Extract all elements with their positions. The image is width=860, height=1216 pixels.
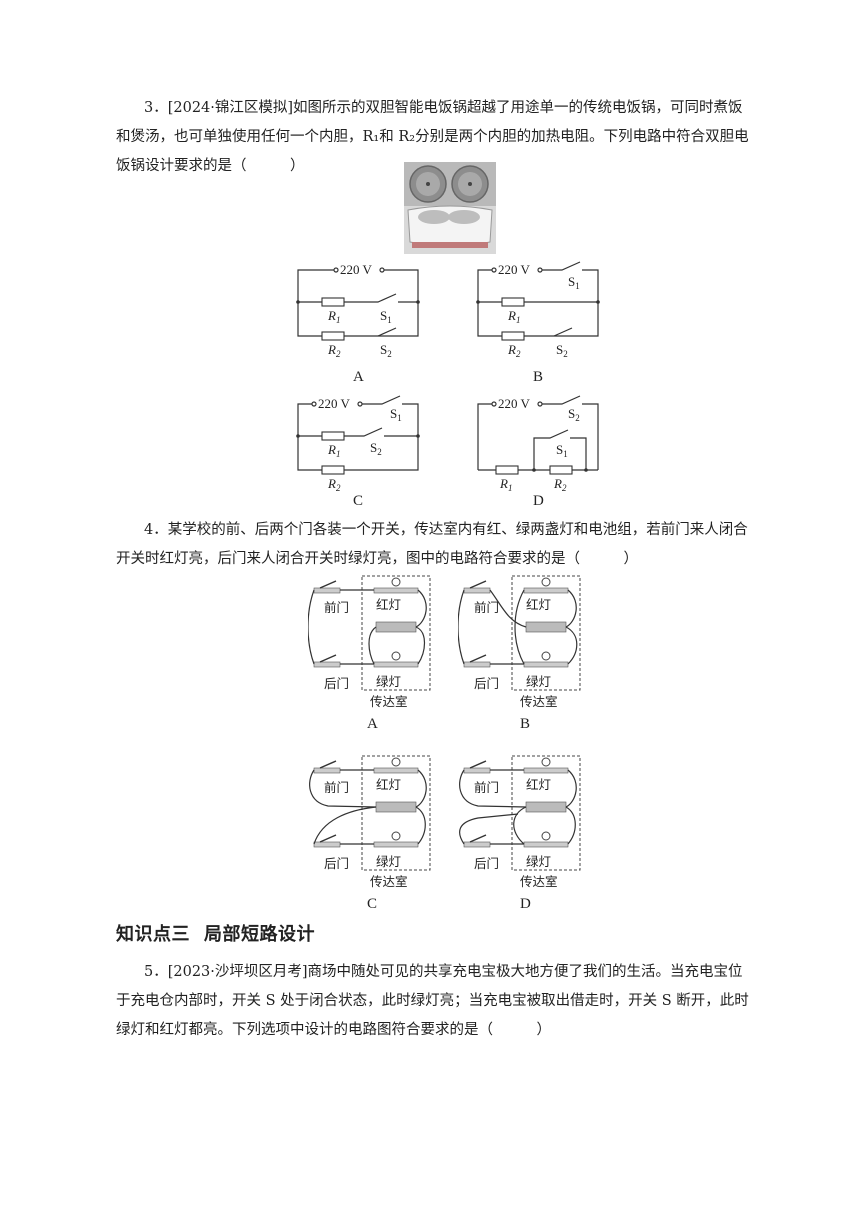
- svg-text:R1: R1: [327, 308, 340, 325]
- voltage-label: 220 V: [340, 262, 373, 277]
- svg-text:220 V: 220 V: [498, 396, 531, 411]
- door-circuit-d: 前门 红灯 后门 绿灯 传达室: [459, 755, 581, 888]
- svg-text:红灯: 红灯: [526, 777, 551, 792]
- svg-text:S2: S2: [568, 406, 580, 423]
- svg-text:传达室: 传达室: [370, 694, 408, 708]
- door-circuit-c: 前门 红灯 后门 绿灯 传达室: [309, 755, 431, 888]
- svg-text:后门: 后门: [474, 676, 499, 691]
- svg-text:绿灯: 绿灯: [376, 674, 401, 689]
- svg-text:前门: 前门: [474, 780, 499, 795]
- question-3-text: 3．[2024·锦江区模拟]如图所示的双胆智能电饭锅超越了用途单一的传统电饭锅，…: [116, 100, 749, 174]
- question-4-text: 4．某学校的前、后两个门各装一个开关，传达室内有红、绿两盏灯和电池组，若前门来人…: [116, 522, 748, 567]
- svg-text:前门: 前门: [324, 600, 349, 615]
- section-heading: 知识点三局部短路设计: [116, 920, 315, 946]
- svg-text:传达室: 传达室: [520, 694, 558, 708]
- option-d-label: D: [533, 493, 544, 509]
- door-circuit-a: 前门 红灯 后门 绿灯 传达室: [308, 575, 431, 708]
- section-number: 知识点三: [116, 924, 190, 945]
- q4-option-b-label: B: [520, 716, 531, 732]
- svg-text:R2: R2: [327, 476, 341, 492]
- svg-text:R1: R1: [507, 308, 520, 325]
- svg-text:绿灯: 绿灯: [376, 854, 401, 869]
- section-title: 局部短路设计: [204, 924, 315, 945]
- option-b-label: B: [533, 369, 544, 385]
- circuit-b: 220 V S1 R1 R2 S2: [476, 261, 600, 359]
- svg-text:R2: R2: [327, 342, 341, 359]
- svg-text:S1: S1: [390, 406, 402, 423]
- option-a-label: A: [353, 369, 364, 385]
- svg-text:R1: R1: [327, 442, 340, 459]
- svg-text:S1: S1: [568, 274, 580, 291]
- svg-text:绿灯: 绿灯: [526, 674, 551, 689]
- svg-text:S1: S1: [556, 442, 568, 459]
- svg-text:绿灯: 绿灯: [526, 854, 551, 869]
- circuit-d: 220 V S2 S1 R1 R2: [477, 395, 599, 492]
- svg-text:红灯: 红灯: [376, 777, 401, 792]
- svg-text:前门: 前门: [324, 780, 349, 795]
- door-circuit-b: 前门 红灯 后门 绿灯 传达室: [458, 575, 581, 708]
- svg-text:后门: 后门: [474, 856, 499, 871]
- q4-option-c-label: C: [367, 896, 378, 912]
- svg-text:S2: S2: [370, 440, 382, 457]
- svg-text:后门: 后门: [324, 676, 349, 691]
- svg-text:R2: R2: [507, 342, 521, 359]
- rice-cooker-photo: [404, 162, 496, 254]
- question-5-text: 5．[2023·沙坪坝区月考]商场中随处可见的共享充电宝极大地方便了我们的生活。…: [116, 964, 749, 1038]
- circuit-c: 220 V S1 R1 S2 R2: [296, 395, 420, 492]
- svg-text:前门: 前门: [474, 600, 499, 615]
- circuit-a: 220 V R1 S1 R2 S2: [296, 262, 420, 359]
- q4-option-d-label: D: [520, 896, 531, 912]
- svg-text:S2: S2: [380, 342, 392, 359]
- svg-text:S2: S2: [556, 342, 568, 359]
- svg-text:红灯: 红灯: [376, 597, 401, 612]
- svg-text:220 V: 220 V: [318, 396, 351, 411]
- svg-text:R2: R2: [553, 476, 567, 492]
- svg-text:传达室: 传达室: [520, 874, 558, 888]
- svg-text:R1: R1: [499, 476, 512, 492]
- svg-text:S1: S1: [380, 308, 392, 325]
- option-c-label: C: [353, 493, 364, 509]
- svg-text:传达室: 传达室: [370, 874, 408, 888]
- svg-text:红灯: 红灯: [526, 597, 551, 612]
- q4-option-a-label: A: [367, 716, 378, 732]
- svg-text:220 V: 220 V: [498, 262, 531, 277]
- svg-text:后门: 后门: [324, 856, 349, 871]
